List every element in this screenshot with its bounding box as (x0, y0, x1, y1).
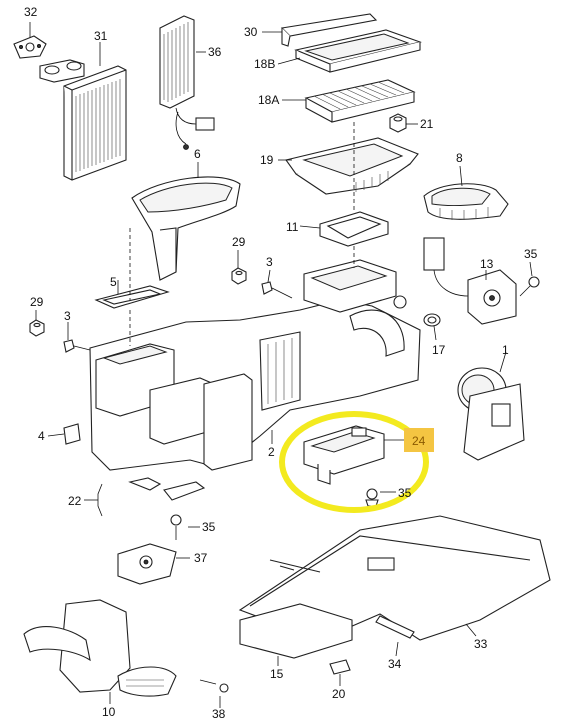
label-17: 17 (432, 343, 446, 357)
label-29-mid: 29 (232, 235, 246, 249)
label-33: 33 (474, 637, 488, 651)
label-5: 5 (110, 275, 117, 289)
bolt-35-top-icon (519, 276, 540, 297)
label-29-left: 29 (30, 295, 44, 309)
label-20: 20 (332, 687, 346, 701)
label-38: 38 (212, 707, 226, 720)
blower-motor-1-icon (457, 367, 525, 461)
label-2: 2 (268, 445, 275, 459)
heater-core-31-icon (39, 59, 127, 181)
air-duct-6-icon (131, 176, 241, 281)
label-37: 37 (194, 551, 208, 565)
label-30: 30 (244, 25, 258, 39)
label-11: 11 (286, 220, 299, 234)
lower-duct-15-icon (239, 603, 353, 659)
nut-29-left-icon (29, 319, 45, 337)
gasket-11-icon (319, 211, 389, 247)
label-13: 13 (480, 257, 494, 271)
label-1: 1 (502, 343, 509, 357)
label-18b: 18B (254, 57, 275, 71)
label-8: 8 (456, 151, 463, 165)
label-19: 19 (260, 153, 274, 167)
cable-tie-34-icon (375, 615, 415, 639)
label-36: 36 (208, 45, 222, 59)
label-34: 34 (388, 657, 402, 671)
label-35-highlight: 35 (398, 486, 412, 500)
label-3-left: 3 (64, 309, 71, 323)
label-35-left: 35 (202, 520, 216, 534)
label-6: 6 (194, 147, 201, 161)
bolt-3-left-icon (63, 339, 99, 353)
bolt-35-left-icon (170, 514, 182, 540)
bolt-3-mid-icon (261, 281, 293, 299)
label-15: 15 (270, 667, 284, 681)
nut-29-mid-icon (231, 267, 247, 285)
nut-21-icon (389, 113, 407, 133)
rear-duct-10-icon (23, 599, 177, 697)
grommet-17-icon (423, 313, 441, 327)
screw-38-icon (199, 679, 229, 693)
pollen-filter-18a-icon (304, 79, 416, 123)
vent-grille-8-icon (423, 183, 509, 220)
highlight-ellipse (279, 411, 429, 513)
filter-housing-19-icon (285, 137, 419, 195)
hvac-housing-icon (89, 259, 421, 471)
heater-element-36-icon (159, 15, 215, 150)
label-10: 10 (102, 705, 116, 719)
clip-20-icon (329, 659, 351, 675)
label-32: 32 (24, 5, 38, 19)
seal-30-icon (280, 13, 378, 47)
highlight-tag-24 (404, 428, 434, 452)
seal-32-icon (13, 35, 47, 59)
label-3-mid: 3 (266, 255, 273, 269)
filter-frame-18b-icon (294, 29, 422, 73)
leader-lines (29, 22, 533, 708)
label-22: 22 (68, 494, 82, 508)
bolt-35-highlight-icon (365, 488, 379, 507)
resistor-module-24-icon (303, 425, 385, 485)
gasket-5-icon (94, 285, 170, 309)
label-21: 21 (420, 117, 434, 131)
servo-motor-13-icon (423, 237, 517, 325)
label-18a: 18A (258, 93, 279, 107)
label-31: 31 (94, 29, 108, 43)
actuator-37-icon (117, 543, 177, 585)
clip-4-icon (63, 423, 81, 445)
label-24: 24 (412, 434, 426, 448)
label-35-top: 35 (524, 247, 538, 261)
part-labels: 32 31 36 30 18B 18A 21 19 8 6 11 13 35 2… (24, 5, 538, 720)
label-4: 4 (38, 429, 45, 443)
flap-22-icon (97, 477, 206, 517)
